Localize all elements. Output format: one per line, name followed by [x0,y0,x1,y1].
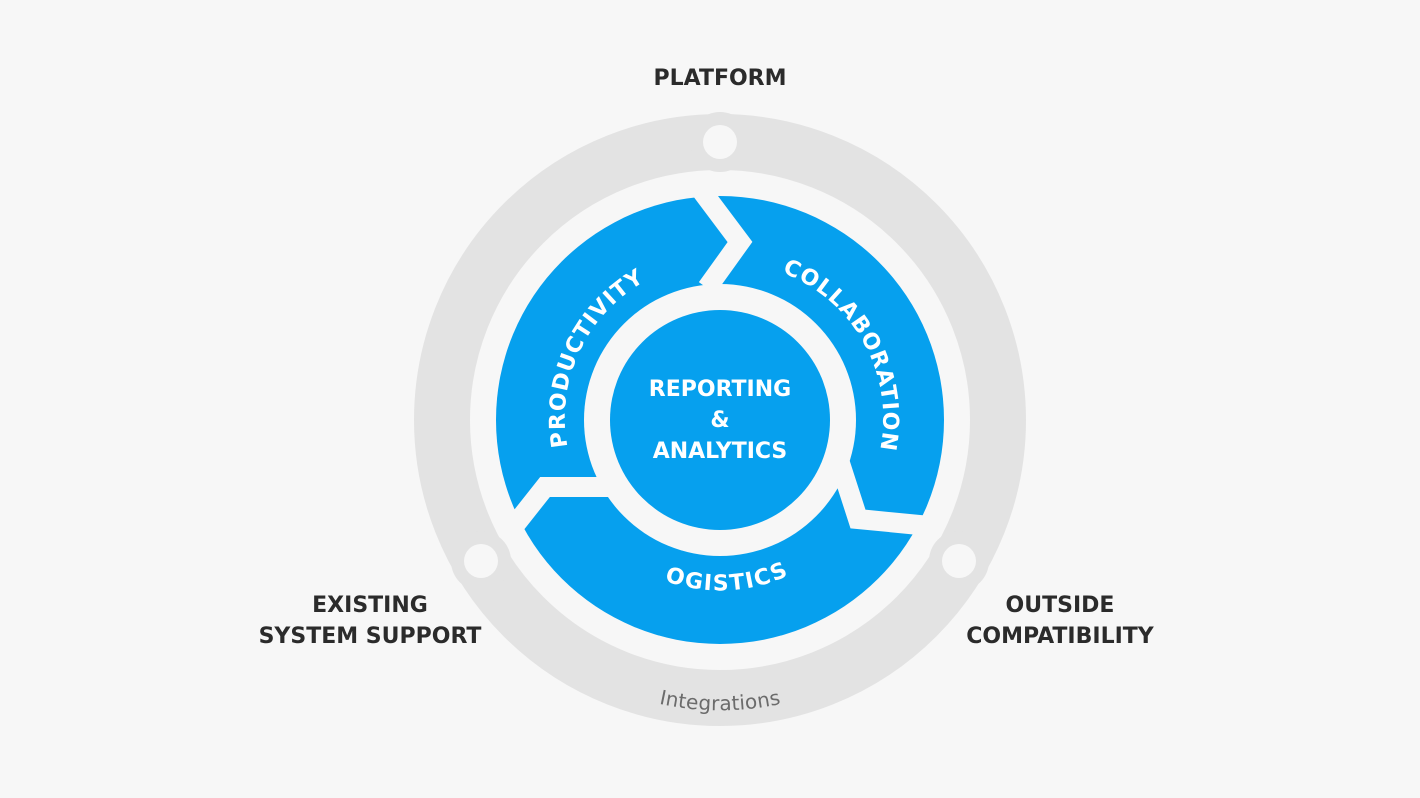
existing-system-node [451,531,511,591]
existing-system-support-label: EXISTING SYSTEM SUPPORT [230,590,510,652]
divider-top [693,184,753,294]
center-disk [610,310,830,530]
platform-label: PLATFORM [560,63,880,94]
platform-label-text: PLATFORM [653,66,787,91]
center-line-1: REPORTING [649,377,791,402]
existing-label-line-1: EXISTING [312,593,428,618]
outside-compatibility-node [929,531,989,591]
outside-label-line-1: OUTSIDE [1005,593,1115,618]
outside-compatibility-label: OUTSIDE COMPATIBILITY [920,590,1200,652]
outside-label-line-2: COMPATIBILITY [966,624,1154,649]
existing-label-line-2: SYSTEM SUPPORT [258,624,482,649]
divider-left [499,477,612,542]
center-line-2: & [710,408,729,433]
platform-node [690,112,750,172]
center-line-3: ANALYTICS [653,439,788,464]
